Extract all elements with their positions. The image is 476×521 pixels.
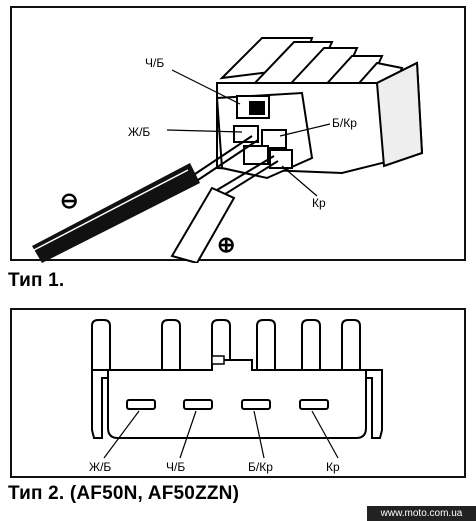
pin-label-white-red: Б/Кр (248, 460, 273, 474)
pin-label-black-white: Ч/Б (166, 460, 186, 474)
label-white-red: Б/Кр (332, 116, 357, 130)
type2-caption: Тип 2. (AF50N, AF50ZZN) (8, 483, 240, 504)
positive-symbol: ⊕ (217, 232, 236, 257)
pin-label-red: Кр (326, 460, 340, 474)
pin-label-yellow-white: Ж/Б (89, 460, 112, 474)
type2-regulator-drawing (91, 319, 383, 459)
label-red: Кр (312, 196, 326, 210)
type1-regulator-drawing (32, 37, 424, 263)
type2-diagram-panel: Ж/Б Ч/Б Б/Кр Кр (10, 308, 466, 478)
site-watermark: www.moto.com.ua (367, 506, 476, 521)
negative-symbol: ⊖ (60, 188, 79, 213)
label-black-white: Ч/Б (145, 56, 165, 70)
type1-caption: Тип 1. (8, 270, 65, 291)
label-yellow-white: Ж/Б (128, 125, 151, 139)
type1-diagram-panel: Ч/Б Ж/Б Б/Кр Кр ⊖ ⊕ (10, 6, 466, 263)
